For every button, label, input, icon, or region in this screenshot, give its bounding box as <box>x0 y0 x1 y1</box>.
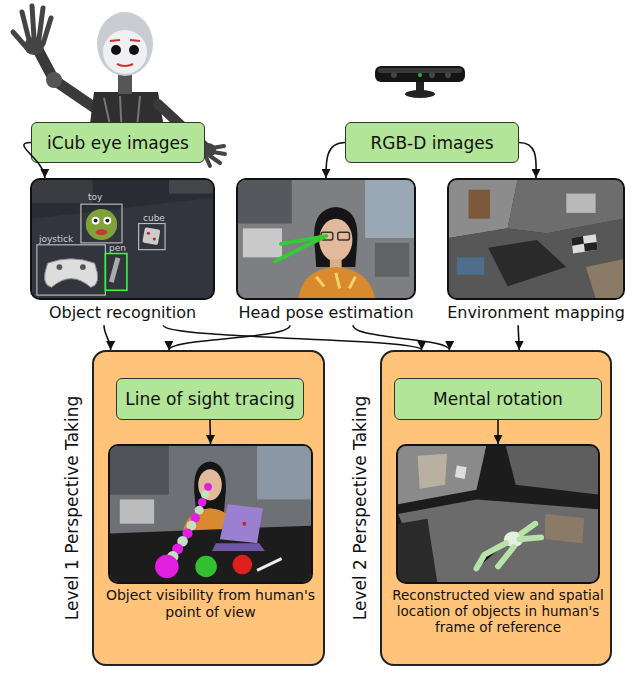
kinect-sensor <box>370 58 470 103</box>
image-panel: Head pose estimation <box>236 178 416 325</box>
connector-arrow <box>497 420 499 444</box>
environment-map-image <box>449 180 623 298</box>
connector-arrow <box>353 325 450 350</box>
image-frame <box>236 178 416 300</box>
group-heading: Level 1 Perspective Taking <box>58 352 86 664</box>
image-frame <box>447 178 625 300</box>
box-label: iCub eye images <box>47 133 189 153</box>
panel-caption: Object recognition <box>10 303 235 322</box>
image-panel: Reconstructed view and spatial location … <box>396 444 600 639</box>
detection-label: pen <box>109 243 126 253</box>
head-pose-image <box>238 180 414 298</box>
image-frame <box>396 444 600 584</box>
image-panel: Environment mapping <box>447 178 625 325</box>
panel-caption: Reconstructed view and spatial location … <box>390 587 606 636</box>
process-box: Line of sight tracing <box>116 378 304 420</box>
image-frame: toy joystick pen cube <box>30 178 215 300</box>
box-label: RGB-D images <box>370 133 493 153</box>
process-box: iCub eye images <box>31 122 205 163</box>
detection-label: cube <box>143 213 165 223</box>
panel-caption: Head pose estimation <box>216 303 436 322</box>
mental-rotation-image <box>398 446 598 582</box>
image-panel: toyjoystickpencubeObject recognition <box>30 178 215 325</box>
group-panel: Level 1 Perspective TakingLine of sight … <box>92 350 325 666</box>
box-label: Mental rotation <box>433 389 563 409</box>
detection-label: joystick <box>39 234 73 244</box>
connector-arrow <box>519 143 536 179</box>
line-of-sight-image <box>110 446 311 582</box>
image-frame <box>108 444 313 584</box>
connector-arrow <box>24 143 45 179</box>
detection-label: toy <box>88 192 102 202</box>
connector-arrow <box>104 325 111 350</box>
connector-arrow <box>169 325 290 350</box>
process-box: RGB-D images <box>345 122 519 163</box>
box-label: Line of sight tracing <box>125 389 295 409</box>
group-panel: Level 2 Perspective TakingMental rotatio… <box>380 350 612 666</box>
connector-arrow <box>209 420 211 444</box>
panel-caption: Object visibility from human's point of … <box>104 587 317 621</box>
panel-caption: Environment mapping <box>435 303 637 322</box>
process-box: Mental rotation <box>394 378 602 420</box>
connector-arrow <box>326 143 345 179</box>
image-panel: Object visibility from human's point of … <box>108 444 313 624</box>
connector-arrow <box>163 325 422 350</box>
group-heading: Level 2 Perspective Taking <box>346 352 374 664</box>
robot-illustration <box>0 0 240 200</box>
connector-arrow <box>518 325 519 350</box>
